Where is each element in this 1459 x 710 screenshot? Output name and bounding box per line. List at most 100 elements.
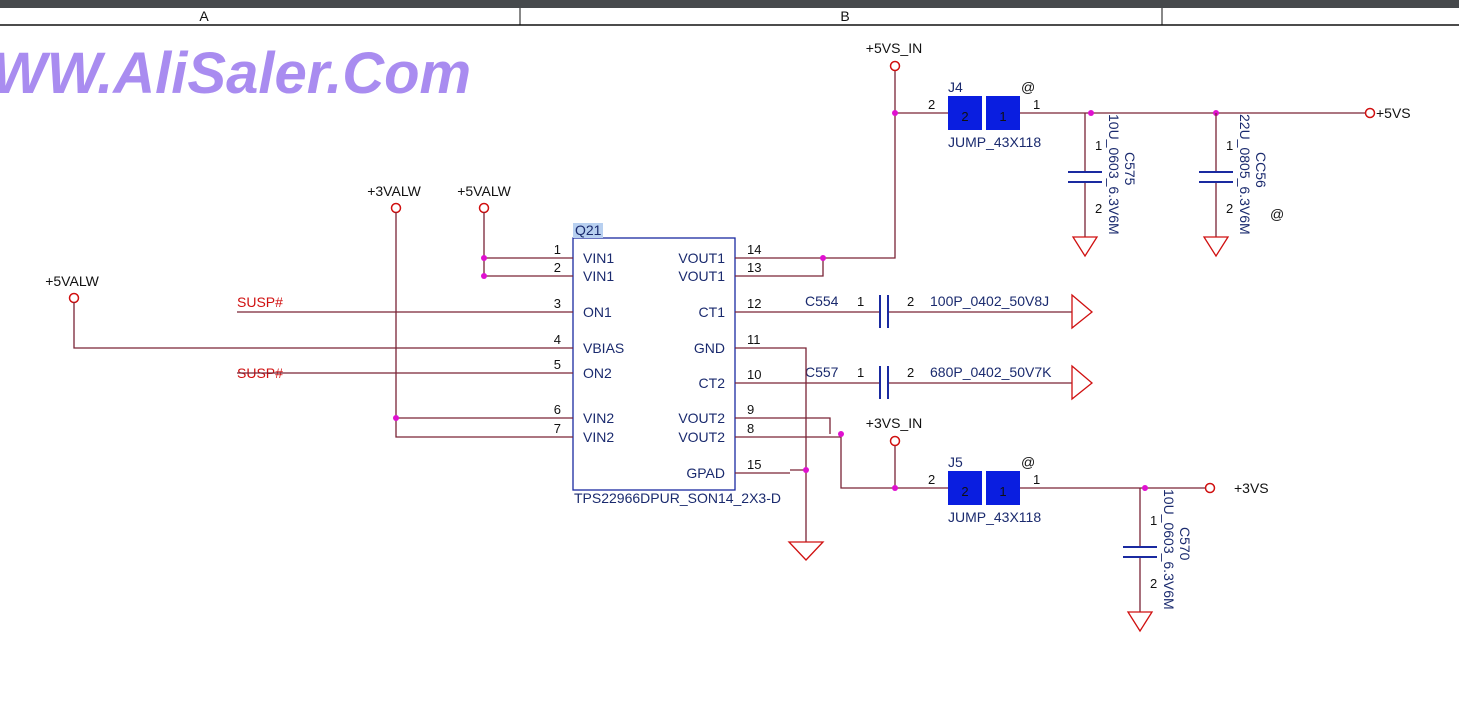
net-label: +3VS_IN bbox=[866, 415, 922, 431]
jumper-j5[interactable]: 2 1 J5 @ JUMP_43X118 2 1 bbox=[928, 454, 1041, 525]
pin-num: 2 bbox=[1150, 576, 1157, 591]
pin-num: 2 bbox=[907, 294, 914, 309]
cap-value: 680P_0402_50V7K bbox=[930, 364, 1052, 380]
pin-number: 9 bbox=[747, 402, 754, 417]
net-label: +5VALW bbox=[45, 273, 99, 289]
cap-mark: @ bbox=[1270, 206, 1284, 222]
cap-ref: C570 bbox=[1177, 527, 1193, 561]
pin-name: GPAD bbox=[686, 465, 725, 481]
pin-num: 1 bbox=[1095, 138, 1102, 153]
pin-num: 1 bbox=[1226, 138, 1233, 153]
pin-name: GND bbox=[694, 340, 725, 356]
pin-num: 2 bbox=[961, 484, 968, 499]
cap-value: 100P_0402_50V8J bbox=[930, 293, 1049, 309]
pin-name: VIN1 bbox=[583, 250, 614, 266]
power-port bbox=[390, 202, 402, 214]
jumper-part: JUMP_43X118 bbox=[948, 134, 1041, 150]
net-gnd bbox=[787, 347, 825, 561]
net-label: +3VALW bbox=[367, 183, 421, 199]
jumper-ref: J4 bbox=[948, 79, 963, 95]
pin-number: 10 bbox=[747, 367, 761, 382]
cap-ref: C575 bbox=[1122, 152, 1138, 186]
pin-number: 15 bbox=[747, 457, 761, 472]
pin-num: 1 bbox=[999, 109, 1006, 124]
jumper-mark: @ bbox=[1021, 79, 1035, 95]
pin-name: CT1 bbox=[699, 304, 726, 320]
ic-q21[interactable]: Q21 TPS22966DPUR_SON14_2X3-D bbox=[572, 222, 781, 506]
cap-ref: C557 bbox=[805, 364, 839, 380]
net-label: +5VS bbox=[1376, 105, 1411, 121]
ic-ref: Q21 bbox=[575, 222, 602, 238]
net-label: +5VALW bbox=[457, 183, 511, 199]
pin-name: ON1 bbox=[583, 304, 612, 320]
jumper-part: JUMP_43X118 bbox=[948, 509, 1041, 525]
net-5valw-vbias: +5VALW bbox=[45, 273, 520, 349]
pin-number: 13 bbox=[747, 260, 761, 275]
pin-num: 2 bbox=[907, 365, 914, 380]
pin-name: VIN2 bbox=[583, 410, 614, 426]
ruler-col-a: A bbox=[199, 8, 209, 24]
pin-num: 1 bbox=[857, 365, 864, 380]
pin-name: VOUT2 bbox=[678, 410, 725, 426]
pin-name: VIN1 bbox=[583, 268, 614, 284]
net-3valw: +3VALW bbox=[367, 183, 520, 438]
jumper-mark: @ bbox=[1021, 454, 1035, 470]
pin-number: 5 bbox=[554, 357, 561, 372]
pin-num: 2 bbox=[928, 472, 935, 487]
cap-c554[interactable]: C554 1 2 100P_0402_50V8J bbox=[790, 293, 1094, 330]
pin-number: 8 bbox=[747, 421, 754, 436]
net-label-susp: SUSP# bbox=[237, 294, 283, 310]
pin-num: 2 bbox=[1095, 201, 1102, 216]
pin-num: 2 bbox=[961, 109, 968, 124]
cap-value: 10U_0603_6.3V6M bbox=[1106, 114, 1122, 235]
pin-num: 2 bbox=[928, 97, 935, 112]
pin-number: 11 bbox=[747, 332, 761, 347]
pin-number: 6 bbox=[554, 402, 561, 417]
net-label: +3VS bbox=[1234, 480, 1269, 496]
net-5vs-in: +5VS_IN bbox=[790, 40, 948, 277]
pin-num: 1 bbox=[1033, 97, 1040, 112]
jumper-j4[interactable]: 2 1 J4 @ JUMP_43X118 2 1 bbox=[928, 79, 1041, 150]
pin-name: VOUT1 bbox=[678, 250, 725, 266]
pin-num: 2 bbox=[1226, 201, 1233, 216]
top-bar bbox=[0, 0, 1459, 8]
pin-name: VOUT1 bbox=[678, 268, 725, 284]
net-3vs-in: +3VS_IN bbox=[790, 415, 948, 491]
watermark: WW.AliSaler.Com bbox=[0, 41, 471, 106]
net-5valw-vin1: +5VALW bbox=[457, 183, 520, 279]
cap-ref: CC56 bbox=[1253, 152, 1269, 188]
ruler-col-b: B bbox=[840, 8, 849, 24]
pin-name: VOUT2 bbox=[678, 429, 725, 445]
jumper-ref: J5 bbox=[948, 454, 963, 470]
pin-number: 14 bbox=[747, 242, 761, 257]
ic-body[interactable] bbox=[572, 237, 736, 491]
cap-ref: C554 bbox=[805, 293, 839, 309]
pin-number: 3 bbox=[554, 296, 561, 311]
pin-name: VIN2 bbox=[583, 429, 614, 445]
cap-value: 10U_0603_6.3V6M bbox=[1161, 489, 1177, 610]
cap-value: 22U_0805_6.3V6M bbox=[1237, 114, 1253, 235]
cap-c557[interactable]: C557 1 2 680P_0402_50V7K bbox=[790, 364, 1094, 401]
pin-number: 2 bbox=[554, 260, 561, 275]
pin-number: 12 bbox=[747, 296, 761, 311]
pin-number: 1 bbox=[554, 242, 561, 257]
